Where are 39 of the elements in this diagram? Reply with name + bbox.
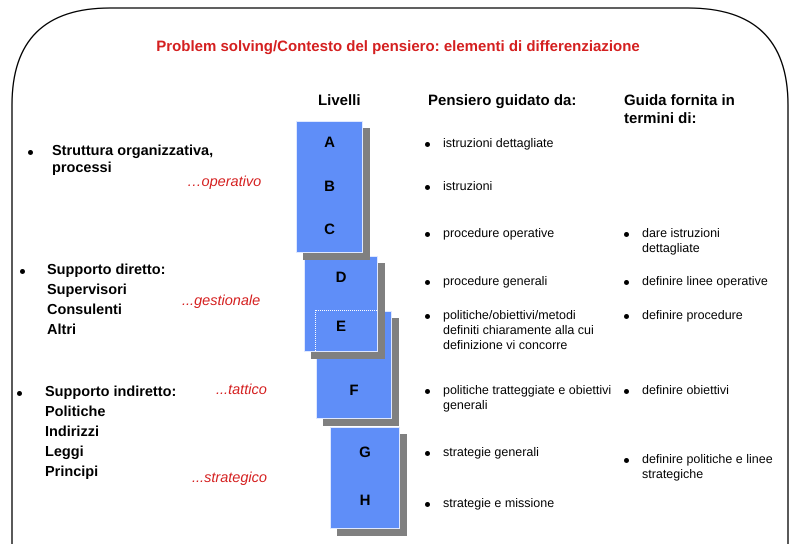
- bullet-text: definire obiettivi: [642, 383, 729, 398]
- bullet-text: definire politiche e linee strategiche: [642, 452, 774, 482]
- list-item: Indirizzi: [45, 424, 99, 442]
- level-name: ...gestionale: [182, 293, 260, 310]
- bullet-text: istruzioni dettagliate: [443, 136, 554, 151]
- level-letter: H: [358, 492, 372, 509]
- bullet-text: definire procedure: [642, 308, 743, 323]
- bullet-text: Supporto diretto:: [47, 262, 166, 280]
- list-item: Leggi: [45, 444, 84, 462]
- list-item: Politiche: [45, 404, 106, 422]
- bullet-text: strategie e missione: [443, 496, 554, 511]
- level-name: …operativo: [187, 174, 262, 192]
- bullet-text: Struttura organizzativa, processi: [52, 143, 214, 176]
- list-item: Altri: [47, 322, 76, 340]
- level-letter: E: [334, 318, 347, 335]
- bullet-text: politiche/obiettivi/metodi definiti chiaramente alla cui definizione vi concorre: [443, 308, 595, 353]
- bullet-text: istruzioni: [443, 179, 492, 194]
- bullet-text: politiche tratteggiate e obiettivi generali: [443, 383, 612, 413]
- level-name: ...tattico: [216, 382, 267, 400]
- bullet-text: Supporto indiretto:: [45, 384, 176, 402]
- bullet-text: definire linee operative: [642, 274, 768, 289]
- level-letter: B: [323, 178, 336, 195]
- column-header: Guida fornita in termini di:: [624, 92, 736, 128]
- level-letter: F: [348, 382, 360, 399]
- bullet-text: strategie generali: [443, 445, 539, 460]
- level-name: ...strategico: [192, 470, 267, 488]
- level-letter: A: [323, 134, 336, 151]
- list-item: Principi: [45, 464, 98, 482]
- list-item: Supervisori: [47, 282, 127, 300]
- bullet-text: procedure operative: [443, 226, 554, 241]
- column-header: Pensiero guidato da:: [428, 92, 576, 110]
- title: Problem solving/Contesto del pensiero: elementi di differenziazione: [155, 38, 641, 56]
- level-letter: D: [334, 269, 348, 286]
- bullet-text: dare istruzioni dettagliate: [642, 226, 721, 256]
- level-letter: G: [358, 444, 372, 461]
- list-item: Consulenti: [47, 302, 122, 320]
- level-letter: C: [323, 221, 336, 238]
- column-header: Livelli: [318, 92, 361, 110]
- bullet-text: procedure generali: [443, 274, 548, 289]
